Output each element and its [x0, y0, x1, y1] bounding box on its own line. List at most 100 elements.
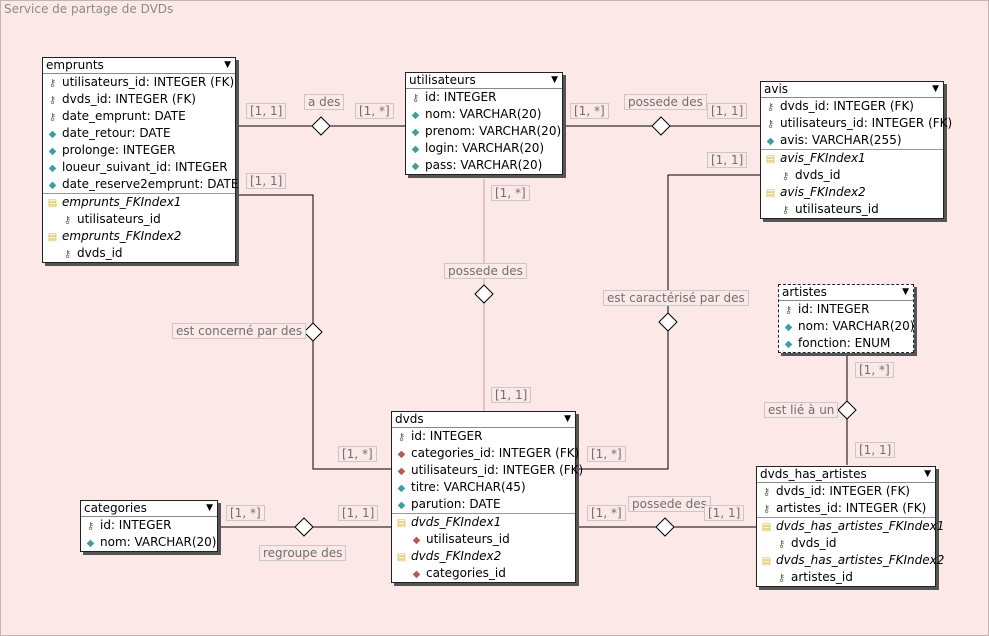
- chevron-down-icon[interactable]: ▼: [551, 75, 558, 85]
- chevron-down-icon[interactable]: ▼: [206, 503, 213, 513]
- entity-header[interactable]: artistes▼: [779, 285, 913, 301]
- entity-field-row[interactable]: ⚷utilisateurs_id: INTEGER (FK): [43, 74, 235, 91]
- key-icon: ⚷: [762, 487, 771, 498]
- entity-separator: [392, 513, 575, 514]
- entity-field-row[interactable]: ⚷date_emprunt: DATE: [43, 108, 235, 125]
- diamond-a-des: [311, 116, 331, 136]
- entity-field-row[interactable]: ⚷ dvds_id: INTEGER (FK): [757, 483, 935, 500]
- chevron-down-icon[interactable]: ▼: [924, 469, 931, 479]
- chevron-down-icon[interactable]: ▼: [224, 60, 231, 70]
- entity-index-row[interactable]: ▤emprunts_FKIndex1: [43, 194, 235, 211]
- entity-name: categories: [84, 501, 147, 515]
- entity-field-row[interactable]: ⚷dvds_id: [757, 535, 935, 552]
- entity-name: dvds_has_artistes: [760, 467, 867, 481]
- entity-field-row[interactable]: ⚷artistes_id: [757, 569, 935, 586]
- attribute-diamond-icon: ◆: [397, 500, 406, 511]
- entity-field-row[interactable]: ◆parution: DATE: [392, 496, 575, 513]
- diamond-possede-dvds: [474, 284, 494, 304]
- entity-field-row[interactable]: ⚷dvds_id: [43, 245, 235, 262]
- entity-categories[interactable]: categories ▼ ⚷id: INTEGER◆nom: VARCHAR(20): [80, 500, 218, 552]
- entity-separator: [761, 149, 943, 150]
- card-possede-avis-left: [1, *]: [570, 103, 609, 119]
- entity-field-text: id: INTEGER: [425, 90, 497, 104]
- entity-field-text: id: INTEGER: [798, 302, 870, 316]
- entity-field-row[interactable]: ◆categories_id: [392, 565, 575, 582]
- entity-header[interactable]: emprunts▼: [43, 58, 235, 74]
- entity-field-row[interactable]: ◆date_retour: DATE: [43, 125, 235, 142]
- entity-index-row[interactable]: ▤emprunts_FKIndex2: [43, 228, 235, 245]
- entity-field-row[interactable]: ⚷utilisateurs_id: INTEGER (FK): [761, 115, 952, 132]
- entity-header[interactable]: avis▼: [761, 82, 943, 98]
- entity-dvds-has-artistes[interactable]: dvds_has_artistes ▼ ⚷ dvds_id: INTEGER (FK)…: [756, 466, 945, 587]
- entity-field-row[interactable]: ⚷id: INTEGER: [392, 428, 575, 445]
- entity-field-row[interactable]: ◆ titre: VARCHAR(45): [392, 479, 575, 496]
- entity-field-row[interactable]: ◆categories_id: INTEGER (FK): [392, 445, 580, 462]
- diamond-possede-artistes: [655, 517, 675, 537]
- entity-separator: [757, 517, 935, 518]
- entity-field-text: dvds_id: INTEGER (FK): [776, 484, 910, 498]
- entity-avis[interactable]: avis▼⚷dvds_id: INTEGER (FK)⚷utilisateurs…: [760, 81, 952, 219]
- entity-index-row[interactable]: ▤dvds_FKIndex2: [392, 548, 575, 565]
- entity-field-row[interactable]: ⚷utilisateurs_id: [761, 201, 943, 218]
- entity-dvds[interactable]: dvds ▼ ⚷id: INTEGER◆categories_id: INTEGER…: [391, 411, 584, 583]
- index-folder-icon: ▤: [765, 188, 776, 199]
- entity-field-row[interactable]: ◆nom: VARCHAR(20): [406, 106, 562, 123]
- entity-field-row[interactable]: ◆utilisateurs_id: INTEGER (FK): [392, 462, 584, 479]
- entity-index-row[interactable]: ▤dvds_FKIndex1: [392, 514, 575, 531]
- entity-field-row[interactable]: ◆prolonge: INTEGER: [43, 142, 235, 159]
- entity-field-row[interactable]: ◆nom: VARCHAR(20): [81, 534, 217, 551]
- entity-field-row[interactable]: ⚷id: INTEGER: [81, 517, 217, 534]
- entity-field-row[interactable]: ◆avis: VARCHAR(255): [761, 132, 943, 149]
- attribute-diamond-icon: ◆: [411, 110, 420, 121]
- index-folder-icon: ▤: [396, 518, 407, 529]
- entity-field-text: nom: VARCHAR(20): [100, 535, 217, 549]
- entity-field-row[interactable]: ◆fonction: ENUM: [779, 335, 913, 352]
- entity-index-row[interactable]: ▤avis_FKIndex1: [761, 150, 943, 167]
- entity-header[interactable]: dvds_has_artistes ▼: [757, 467, 935, 483]
- entity-header[interactable]: dvds ▼: [392, 412, 575, 428]
- entity-field-text: utilisateurs_id: INTEGER (FK): [411, 463, 584, 477]
- entity-field-row[interactable]: ⚷dvds_id: INTEGER (FK): [761, 98, 943, 115]
- card-a-des-left: [1, 1]: [246, 103, 287, 119]
- entity-header[interactable]: utilisateurs▼: [406, 73, 562, 89]
- index-folder-icon: ▤: [761, 556, 772, 567]
- entity-field-row[interactable]: ⚷dvds_id: INTEGER (FK): [43, 91, 235, 108]
- chevron-down-icon[interactable]: ▼: [564, 414, 571, 424]
- diamond-possede-avis: [651, 116, 671, 136]
- entity-emprunts[interactable]: emprunts▼⚷utilisateurs_id: INTEGER (FK)⚷…: [42, 57, 239, 263]
- entity-header[interactable]: categories ▼: [81, 501, 217, 517]
- entity-field-text: dvds_has_artistes_FKIndex2: [776, 553, 945, 567]
- label-a-des: a des: [304, 94, 345, 110]
- entity-field-row[interactable]: ◆date_reserve2emprunt: DATE: [43, 176, 239, 193]
- entity-index-row[interactable]: ▤dvds_has_artistes_FKIndex1: [757, 518, 945, 535]
- entity-field-row[interactable]: ◆utilisateurs_id: [392, 531, 575, 548]
- card-est-lie-bottom: [1, 1]: [855, 442, 896, 458]
- entity-field-row[interactable]: ◆login: VARCHAR(20): [406, 140, 562, 157]
- entity-index-row[interactable]: ▤ dvds_has_artistes_FKIndex2: [757, 552, 945, 569]
- label-est-concerne: est concerné par des: [172, 323, 307, 339]
- entity-field-text: titre: VARCHAR(45): [411, 480, 526, 494]
- entity-field-text: dvds_has_artistes_FKIndex1: [776, 519, 945, 533]
- entity-field-text: utilisateurs_id: INTEGER (FK): [62, 75, 235, 89]
- entity-field-row[interactable]: ⚷id: INTEGER: [406, 89, 562, 106]
- chevron-down-icon[interactable]: ▼: [932, 84, 939, 94]
- card-est-caracterise-top: [1, 1]: [707, 152, 748, 168]
- entity-field-row[interactable]: ◆nom: VARCHAR(20): [779, 318, 915, 335]
- entity-name: dvds: [395, 412, 424, 426]
- attribute-diamond-icon: ◆: [397, 483, 406, 494]
- entity-field-text: nom: VARCHAR(20): [798, 319, 915, 333]
- page-title: Service de partage de DVDs: [4, 2, 174, 16]
- chevron-down-icon[interactable]: ▼: [902, 287, 909, 297]
- card-possede-avis-right: [1, 1]: [707, 103, 748, 119]
- entity-field-row[interactable]: ◆prenom: VARCHAR(20): [406, 123, 562, 140]
- entity-field-row[interactable]: ⚷id: INTEGER: [779, 301, 913, 318]
- entity-field-row[interactable]: ⚷dvds_id: [761, 167, 943, 184]
- entity-index-row[interactable]: ▤avis_FKIndex2: [761, 184, 943, 201]
- entity-utilisateurs[interactable]: utilisateurs▼⚷id: INTEGER◆nom: VARCHAR(2…: [405, 72, 563, 175]
- entity-field-row[interactable]: ⚷artistes_id: INTEGER (FK): [757, 500, 935, 517]
- entity-field-row[interactable]: ◆pass: VARCHAR(20): [406, 157, 562, 174]
- entity-field-row[interactable]: ◆loueur_suivant_id: INTEGER: [43, 159, 235, 176]
- entity-field-row[interactable]: ⚷utilisateurs_id: [43, 211, 235, 228]
- entity-artistes[interactable]: artistes▼⚷id: INTEGER◆nom: VARCHAR(20)◆f…: [778, 284, 914, 353]
